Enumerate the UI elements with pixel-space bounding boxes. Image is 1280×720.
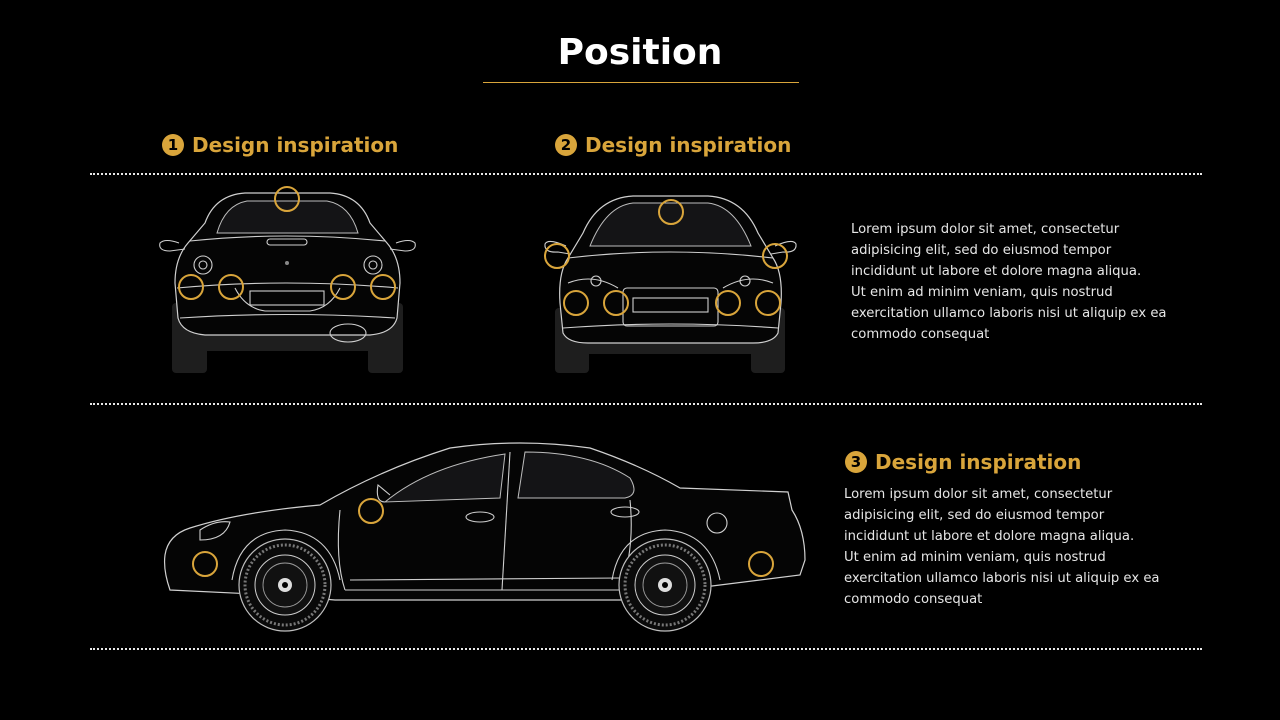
car-rear-view (159, 186, 416, 373)
number-badge-2: 2 (555, 134, 577, 156)
description-line: exercitation ullamco laboris nisi ut ali… (844, 571, 1160, 586)
front-license-plate (632, 297, 709, 313)
marker-circle (603, 290, 629, 316)
marker-circle (563, 290, 589, 316)
headlight-right (722, 278, 774, 289)
car-side-view (163, 442, 806, 632)
marker-circle (218, 274, 244, 300)
rear-mirror-right (389, 239, 416, 252)
marker-circle (755, 290, 781, 316)
section-2-heading: 2 Design inspiration (555, 133, 791, 157)
rear-ground-shadow (195, 333, 380, 351)
rear-taillight-left (193, 255, 213, 275)
marker-circle (544, 243, 570, 269)
dotted-divider-middle (90, 403, 1202, 405)
number-badge-1: 1 (162, 134, 184, 156)
headlight-left (567, 278, 619, 289)
description-line: Lorem ipsum dolor sit amet, consectetur (851, 222, 1120, 237)
description-line: exercitation ullamco laboris nisi ut ali… (851, 306, 1167, 321)
description-top: Lorem ipsum dolor sit amet, consectetur … (851, 219, 1181, 345)
door-seam (501, 451, 511, 591)
rear-taillight-right (363, 255, 383, 275)
description-bottom: Lorem ipsum dolor sit amet, consectetur … (844, 484, 1174, 610)
description-line: commodo consequat (851, 327, 990, 342)
section-2-title: Design inspiration (585, 133, 792, 157)
description-line: adipisicing elit, sed do eiusmod tempor (844, 508, 1105, 523)
rear-wheel (618, 538, 712, 632)
title-underline (483, 82, 799, 83)
front-mirror-left (544, 240, 571, 255)
marker-circle (274, 186, 300, 212)
description-line: Lorem ipsum dolor sit amet, consectetur (844, 487, 1113, 502)
marker-circle (370, 274, 396, 300)
page-title: Position (557, 32, 723, 73)
section-3-title: Design inspiration (875, 450, 1082, 474)
description-line: Ut enim ad minim veniam, quis nostrud (851, 285, 1113, 300)
rear-wheel-arch (611, 529, 721, 581)
car-front-view (544, 195, 797, 373)
dotted-divider-top (90, 173, 1202, 175)
front-door-handle (465, 511, 495, 523)
license-plate (249, 290, 325, 306)
marker-circle (358, 498, 384, 524)
grille (622, 287, 719, 327)
front-wheel (238, 538, 332, 632)
fuel-cap (706, 512, 728, 534)
side-headlight (199, 521, 231, 541)
number-badge-3: 3 (845, 451, 867, 473)
front-door-window (383, 453, 506, 503)
marker-circle (715, 290, 741, 316)
rear-brake-light (266, 238, 308, 246)
rear-mirror-left (159, 239, 186, 252)
front-wheel-arch (231, 529, 341, 581)
description-line: incididunt ut labore et dolore magna ali… (851, 264, 1142, 279)
marker-circle (748, 551, 774, 577)
section-1-title: Design inspiration (192, 133, 399, 157)
description-line: incididunt ut labore et dolore magna ali… (844, 529, 1135, 544)
rear-window (216, 200, 359, 234)
section-3-heading: 3 Design inspiration (845, 450, 1081, 474)
front-mirror-right (770, 240, 797, 255)
marker-circle (658, 199, 684, 225)
exhaust (329, 323, 367, 343)
description-line: Ut enim ad minim veniam, quis nostrud (844, 550, 1106, 565)
dotted-divider-bottom (90, 648, 1202, 650)
description-line: commodo consequat (844, 592, 983, 607)
side-mirror (376, 483, 391, 503)
marker-circle (762, 243, 788, 269)
section-1-heading: 1 Design inspiration (162, 133, 398, 157)
marker-circle (330, 274, 356, 300)
marker-circle (178, 274, 204, 300)
rear-door-handle (610, 506, 640, 518)
rear-door-window (517, 451, 635, 499)
marker-circle (192, 551, 218, 577)
description-line: adipisicing elit, sed do eiusmod tempor (851, 243, 1112, 258)
